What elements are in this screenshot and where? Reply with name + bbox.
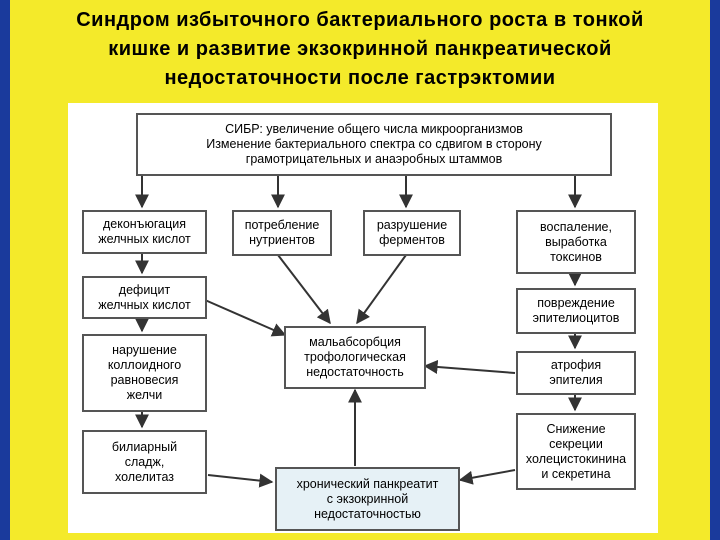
left-frame-bar	[0, 0, 10, 540]
node-text: холецистокинина	[525, 451, 627, 466]
title-line: недостаточности после гастрэктомии	[164, 67, 556, 89]
title-line: кишке и развитие экзокринной панкреатиче…	[108, 38, 612, 60]
node-text: токсинов	[550, 249, 602, 264]
box-malabsorption: мальабсорбция трофологическая недостаточ…	[284, 326, 426, 389]
box-pancreatitis: хронический панкреатит с экзокринной нед…	[275, 467, 460, 531]
right-frame-bar	[710, 0, 720, 540]
node-text: выработка	[545, 234, 607, 249]
node-text: желчных кислот	[98, 297, 191, 312]
node-text: эпителия	[549, 373, 603, 387]
box-sibr: СИБР: увеличение общего числа микроорган…	[136, 113, 612, 176]
node-text: воспаление,	[540, 219, 612, 234]
node-text: и секретина	[541, 466, 611, 481]
node-text: деконъюгация	[102, 217, 187, 231]
node-text: дефицит	[118, 282, 171, 297]
node-text: сладж,	[124, 454, 165, 469]
box-secretion: Снижение секреции холецистокинина и секр…	[516, 413, 636, 490]
node-text: мальабсорбция	[309, 335, 401, 349]
box-colloid: нарушение коллоидного равновесия желчи	[82, 334, 207, 412]
node-text: билиарный	[111, 439, 178, 454]
node-text: нутриентов	[249, 233, 315, 247]
node-text: желчи	[126, 388, 163, 402]
node-text: нарушение	[112, 343, 177, 357]
box-damage: повреждение эпителиоцитов	[516, 288, 636, 334]
node-text: хронический панкреатит	[296, 476, 439, 491]
node-text: эпителиоцитов	[532, 311, 620, 325]
node-text: атрофия	[550, 358, 602, 372]
node-text: грамотрицательных и анаэробных штаммов	[245, 152, 503, 166]
node-text: секреции	[549, 436, 603, 451]
node-text: повреждение	[537, 296, 615, 310]
box-atrophy: атрофия эпителия	[516, 351, 636, 395]
node-text: потребление	[244, 218, 320, 232]
node-text: с экзокринной	[326, 491, 409, 506]
node-text: трофологическая	[304, 350, 406, 364]
node-text: недостаточность	[306, 365, 404, 379]
box-consumption: потребление нутриентов	[232, 210, 332, 256]
box-deficit: дефицит желчных кислот	[82, 276, 207, 319]
box-deconjugation: деконъюгация желчных кислот	[82, 210, 207, 254]
box-sludge: билиарный сладж, холелитаз	[82, 430, 207, 494]
node-text: желчных кислот	[98, 232, 191, 246]
node-text: Изменение бактериального спектра со сдви…	[206, 137, 542, 151]
box-inflammation: воспаление, выработка токсинов	[516, 210, 636, 274]
node-text: коллоидного	[107, 358, 182, 372]
node-text: холелитаз	[114, 469, 175, 484]
slide-title: Синдром избыточного бактериального роста…	[20, 6, 700, 93]
node-text: ферментов	[379, 233, 445, 247]
node-text: СИБР: увеличение общего числа микроорган…	[225, 122, 523, 136]
title-line: Синдром избыточного бактериального роста…	[76, 9, 644, 31]
node-text: Снижение	[546, 421, 606, 436]
node-text: недостаточностью	[314, 506, 421, 521]
box-destruction: разрушение ферментов	[363, 210, 461, 256]
node-text: разрушение	[376, 218, 448, 232]
node-text: равновесия	[110, 373, 179, 387]
